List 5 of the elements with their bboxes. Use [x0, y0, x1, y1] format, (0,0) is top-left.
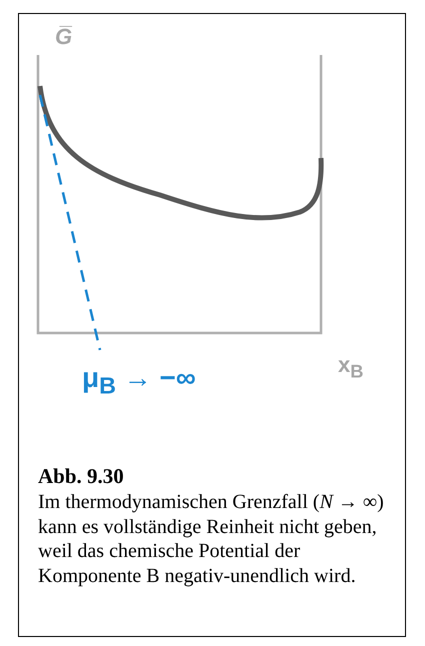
axis-label: G̅: [55, 24, 72, 50]
axis-label: x$_{B}$: [338, 352, 364, 382]
limit-label: μ$_{B}$ → −∞: [82, 362, 196, 400]
figure-title: Abb. 9.30: [38, 464, 124, 489]
caption-text: Im thermodynamischen Grenzfall (N → ∞) kann es vollständige Reinheit nicht geben, weil das chemische Potential der Komponente B negativ-unendlich wird.: [38, 490, 385, 588]
